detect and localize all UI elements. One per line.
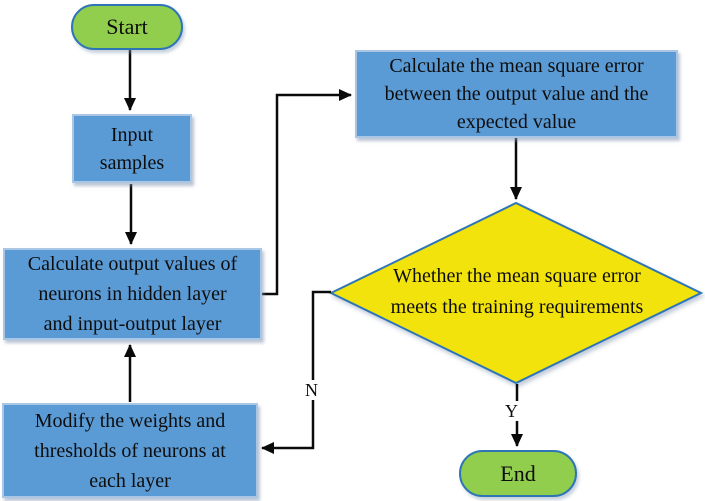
modify-weights-line: thresholds of neurons at [34, 439, 226, 462]
input-samples-line: Input [110, 123, 154, 146]
end-node: End [459, 450, 577, 497]
calc-mse-line: between the output value and the [384, 83, 649, 105]
modify-weights-node: Modify the weights and thresholds of neu… [2, 403, 258, 498]
calc-mse-line: Calculate the mean square error [389, 55, 644, 77]
decision-line: Whether the mean square error [393, 265, 641, 287]
decision-node: Whether the mean square error meets the … [341, 261, 693, 323]
end-label: End [500, 460, 536, 486]
calc-output-line: Calculate output values of [27, 253, 238, 275]
input-samples-line: samples [99, 151, 165, 174]
calc-output-node: Calculate output values of neurons in hi… [3, 248, 262, 340]
calc-output-line: neurons in hidden layer [38, 283, 227, 305]
decision-diamond-shape [328, 201, 704, 385]
arrow-calc-output-to-calc-mse [262, 89, 352, 296]
start-node: Start [71, 4, 183, 50]
start-label: Start [106, 14, 148, 39]
decision-line: meets the training requirements [390, 296, 644, 318]
calc-mse-node: Calculate the mean square error between … [355, 50, 678, 138]
branch-label-no: N [302, 380, 321, 400]
modify-weights-line: each layer [89, 469, 171, 492]
calc-output-line: and input-output layer [43, 313, 222, 335]
modify-weights-line: Modify the weights and [34, 409, 226, 432]
branch-label-yes: Y [502, 401, 521, 421]
arrow-decision-to-modify [261, 290, 331, 454]
calc-mse-line: expected value [456, 111, 577, 133]
input-samples-node: Input samples [72, 114, 192, 183]
